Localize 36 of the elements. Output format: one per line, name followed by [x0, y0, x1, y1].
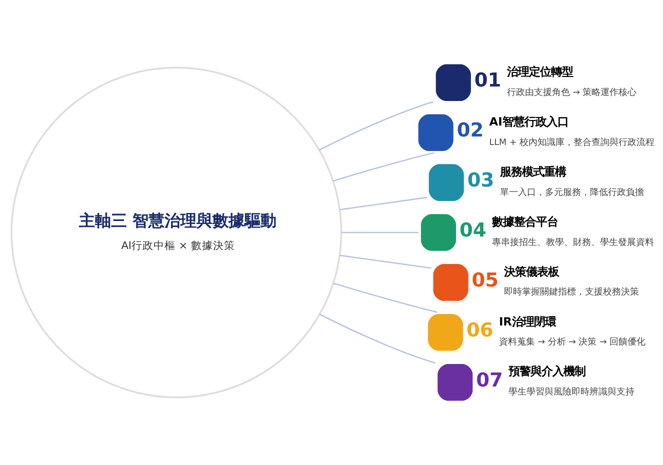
connector — [340, 254, 432, 269]
node-circle: 主軸三 智慧治理與數據驅動 AI行政中樞 × 數據決策 — [10, 66, 342, 398]
node-label: 06 — [466, 318, 494, 342]
connector — [340, 196, 428, 210]
node-label: 學生學習與風險即時辨識與支持 — [508, 388, 635, 398]
connector — [341, 232, 419, 234]
node-label: AI智慧行政入口 — [489, 114, 568, 129]
node-label: IR治理閉環 — [498, 314, 556, 328]
node-label: LLM + 校內知識庫，整合查詢與行政流程 — [489, 138, 655, 148]
node-label: 服務模式重構 — [500, 164, 566, 178]
node-label: 04 — [460, 218, 486, 242]
node-label: 單一入口，多元服務，降低行政負擔 — [500, 188, 644, 198]
node-box — [418, 114, 454, 151]
node-label: 07 — [476, 368, 503, 392]
node-box — [433, 264, 468, 301]
node-box — [438, 364, 473, 401]
node-label: 治理定位轉型 — [506, 64, 573, 79]
node-label: 行政由支援角色 → 策略運作核心 — [506, 88, 637, 98]
node-label: 05 — [472, 268, 499, 292]
node-label: 決策儀表板 — [504, 264, 560, 278]
node-label: 01 — [474, 68, 502, 92]
connector — [332, 152, 434, 182]
node-label: 專串接招生、教學、財務、學生發展資料 — [492, 238, 654, 248]
node-label: 資料蒐集 → 分析 → 決策 → 回饋優化 — [498, 338, 646, 348]
node-label: 03 — [467, 168, 494, 192]
node-box — [420, 214, 456, 251]
connector — [333, 282, 438, 313]
connector — [319, 314, 436, 364]
node-label: 即時掌握關鍵指標，支援校務決策 — [504, 288, 640, 298]
node-box — [436, 64, 471, 102]
node-label: 02 — [456, 118, 484, 142]
connector — [318, 101, 434, 151]
node-box — [428, 314, 464, 351]
node-box — [428, 164, 464, 201]
node-label: 數據整合平台 — [492, 214, 558, 228]
node-label: 預警與介入機制 — [508, 364, 586, 378]
